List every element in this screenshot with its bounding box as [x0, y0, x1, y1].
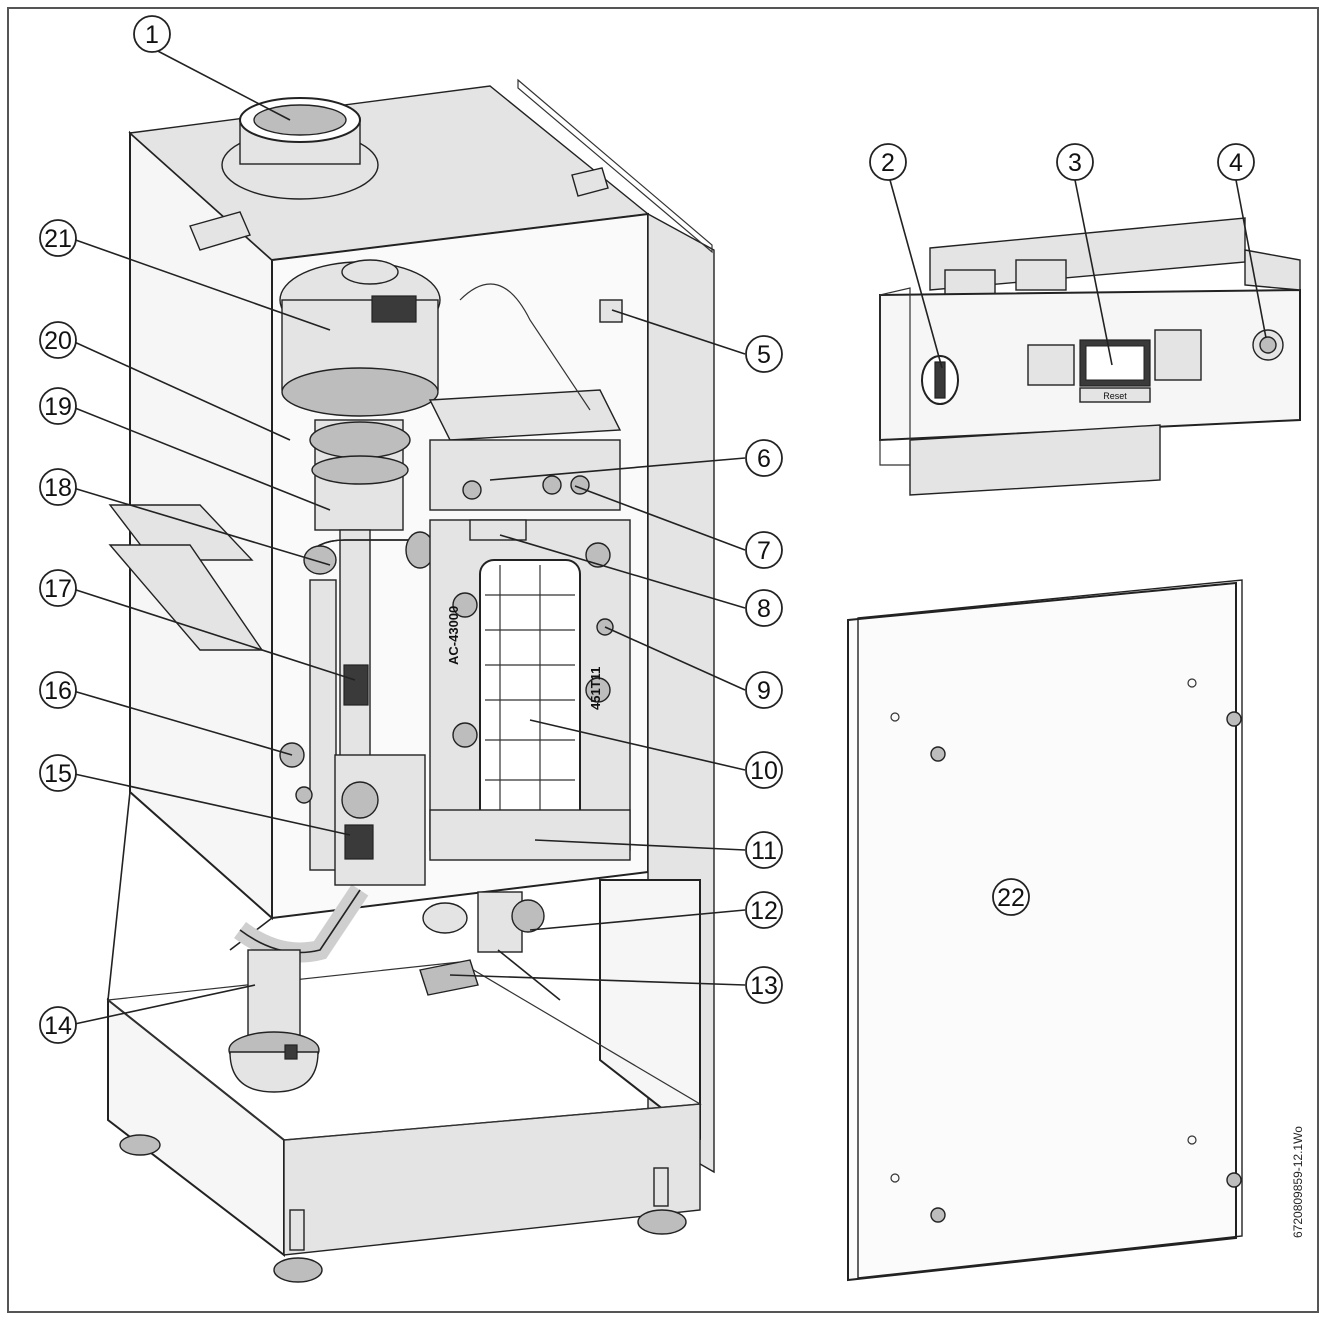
svg-text:17: 17 — [44, 575, 72, 603]
control-right-tab — [1244, 249, 1301, 291]
base-tray-side — [283, 1103, 701, 1256]
button-strip[interactable] — [1079, 387, 1151, 403]
panel-screw — [1226, 1172, 1242, 1188]
callout-4: 4 — [1217, 143, 1255, 181]
svg-text:21: 21 — [44, 225, 72, 253]
control-lower-lip — [909, 424, 1161, 496]
burner-cover — [428, 283, 623, 541]
top-right-rail — [517, 78, 713, 254]
leader-lines — [69, 47, 1267, 1026]
callout-14: 14 — [39, 1006, 77, 1044]
burner-tube — [309, 419, 411, 531]
svg-text:4: 4 — [1229, 149, 1243, 177]
svg-text:11: 11 — [751, 837, 777, 865]
callout-15: 15 — [39, 754, 77, 792]
callout-1: 1 — [133, 15, 171, 53]
callout-6: 6 — [745, 439, 783, 477]
gas-valve — [334, 754, 426, 886]
callout-18: 18 — [39, 468, 77, 506]
svg-text:6: 6 — [757, 445, 771, 473]
callout-10: 10 — [745, 751, 783, 789]
svg-text:9: 9 — [757, 677, 771, 705]
svg-text:1: 1 — [145, 21, 159, 49]
svg-text:22: 22 — [997, 884, 1025, 912]
callout-19: 19 — [39, 387, 77, 425]
svg-text:3: 3 — [1068, 149, 1082, 177]
callout-12: 12 — [745, 891, 783, 929]
svg-text:14: 14 — [44, 1012, 72, 1040]
main-switch-slot — [934, 361, 946, 399]
button-group-left[interactable] — [1027, 344, 1075, 386]
svg-text:5: 5 — [757, 341, 771, 369]
callout-9: 9 — [745, 671, 783, 709]
callout-7: 7 — [745, 531, 783, 569]
control-side — [879, 287, 911, 466]
boiler-unit: AC-43000 451T11 — [106, 78, 715, 1283]
service-connector-inner — [1259, 336, 1277, 354]
front-cover-panel — [847, 579, 1243, 1282]
control-unit: Reset — [879, 217, 1301, 496]
heat-exchanger — [429, 519, 631, 861]
siphon — [228, 949, 320, 1093]
callout-20: 20 — [39, 321, 77, 359]
top-bracket-left — [189, 211, 251, 251]
panel-hole — [890, 712, 900, 722]
svg-text:12: 12 — [750, 897, 778, 925]
svg-text:13: 13 — [750, 972, 778, 1000]
svg-text:8: 8 — [757, 595, 771, 623]
svg-text:2: 2 — [881, 149, 895, 177]
top-bracket-right — [571, 167, 609, 197]
figure-reference-code: 6720809859-12.1Wo — [1291, 1126, 1305, 1238]
connector-small — [295, 786, 313, 804]
callout-22: 22 — [992, 878, 1030, 916]
button-group-right[interactable] — [1154, 329, 1202, 381]
callout-2: 2 — [869, 143, 907, 181]
pump-valve — [419, 891, 561, 1001]
control-slot-b — [1015, 259, 1067, 291]
panel-screw — [1226, 711, 1242, 727]
flue-outlet — [221, 97, 379, 200]
front-leg-edge — [107, 791, 131, 1001]
heat-exchanger-code: 451T11 — [588, 667, 603, 710]
left-vent — [108, 504, 264, 651]
svg-text:7: 7 — [757, 537, 771, 565]
svg-text:16: 16 — [44, 677, 72, 705]
feet — [119, 1134, 687, 1283]
callout-3: 3 — [1056, 143, 1094, 181]
panel-hole — [1187, 1135, 1197, 1145]
heat-exchanger-label: AC-43000 — [446, 606, 461, 665]
svg-text:19: 19 — [44, 393, 72, 421]
svg-text:10: 10 — [750, 757, 778, 785]
svg-text:20: 20 — [44, 327, 72, 355]
callout-21: 21 — [39, 219, 77, 257]
panel-screw — [930, 746, 946, 762]
svg-text:15: 15 — [44, 760, 72, 788]
fan-assembly — [279, 259, 441, 417]
callouts: 1 2 3 4 5 6 7 8 9 10 11 12 13 14 15 16 1… — [39, 15, 1255, 1044]
panel-screw — [930, 1207, 946, 1223]
svg-text:18: 18 — [44, 474, 72, 502]
panel-hole — [890, 1173, 900, 1183]
callout-8: 8 — [745, 589, 783, 627]
base-tray-top — [106, 961, 702, 1141]
callout-5: 5 — [745, 335, 783, 373]
callout-17: 17 — [39, 569, 77, 607]
figure-frame — [7, 7, 1319, 1313]
callout-16: 16 — [39, 671, 77, 709]
display-window — [1085, 345, 1145, 381]
reset-button-label: Reset — [1103, 391, 1127, 401]
callout-13: 13 — [745, 966, 783, 1004]
callout-11: 11 — [745, 831, 783, 869]
panel-hole — [1187, 678, 1197, 688]
